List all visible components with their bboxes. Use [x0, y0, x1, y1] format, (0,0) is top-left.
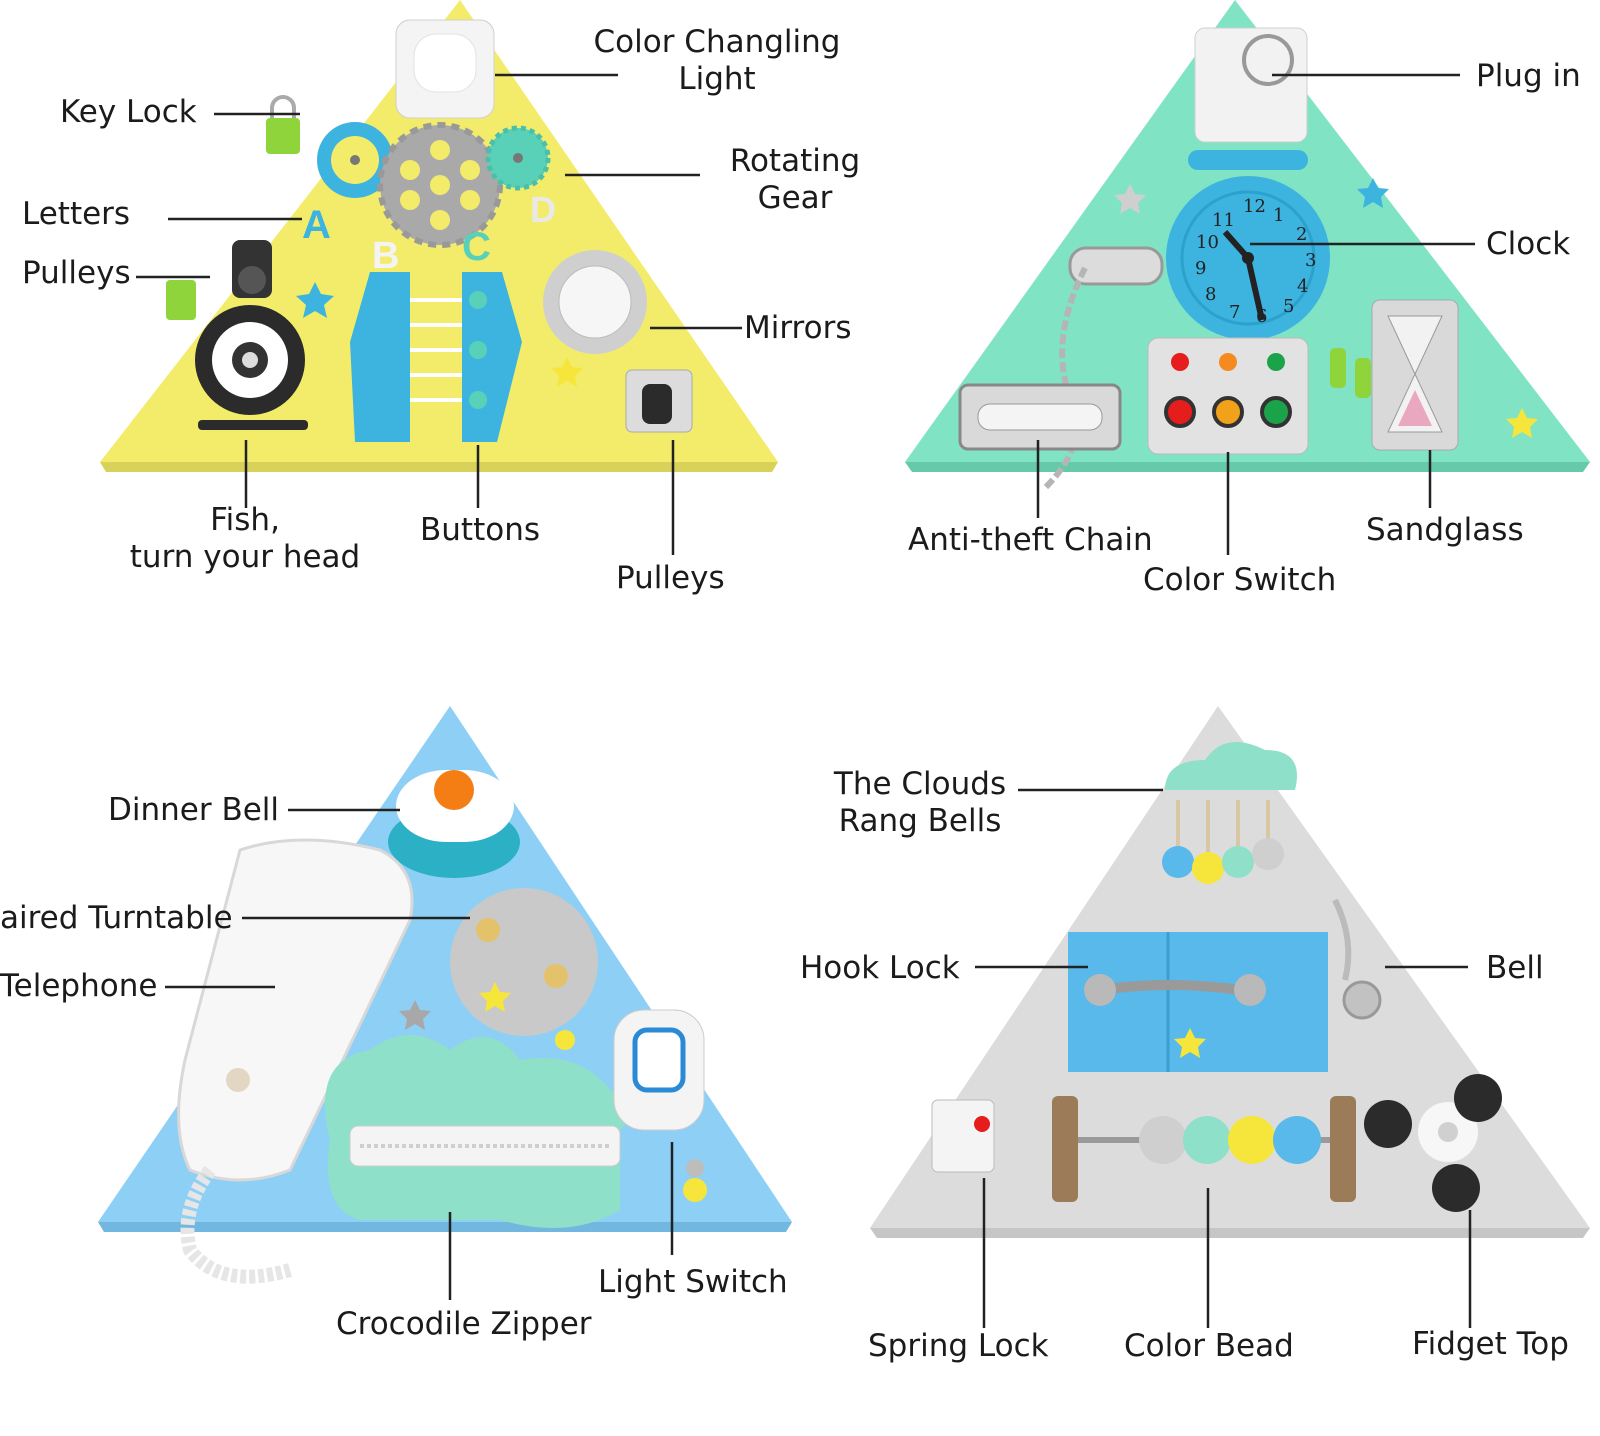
mint-board: 12 1 2 3 4 5 6 7 8 9 10 11 [905, 0, 1590, 491]
color-bead[interactable] [1052, 1096, 1356, 1202]
key-lock[interactable] [266, 95, 300, 154]
hook-lock[interactable] [1068, 932, 1328, 1072]
letter-d[interactable]: D [530, 189, 556, 230]
turntable[interactable] [450, 888, 598, 1036]
label-fish: Fish, turn your head [100, 502, 390, 576]
clock[interactable]: 12 1 2 3 4 5 6 7 8 9 10 11 [1166, 150, 1330, 340]
leader-lines [136, 73, 1475, 1328]
label-fidget-top: Fidget Top [1412, 1326, 1569, 1362]
label-hook-lock: Hook Lock [800, 950, 960, 986]
yellow-board: A B C D [100, 0, 778, 472]
label-line: Light [678, 61, 756, 97]
label-anti-theft-chain: Anti-theft Chain [908, 522, 1153, 558]
blue-board [98, 706, 792, 1284]
clock-number: 3 [1305, 250, 1316, 271]
keys[interactable] [1330, 348, 1371, 398]
gray-board [870, 706, 1590, 1238]
label-clock: Clock [1486, 226, 1571, 262]
label-line: Color Changling [593, 24, 841, 60]
clock-number: 6 [1256, 306, 1267, 327]
fidget-spinner[interactable] [1364, 1074, 1502, 1212]
label-cloud-bells: The Clouds Rang Bells [820, 766, 1020, 840]
clock-number: 11 [1212, 210, 1235, 231]
label-pulleys-left: Pulleys [22, 255, 131, 291]
label-pulleys-bottom: Pulleys [616, 560, 725, 596]
label-sandglass: Sandglass [1366, 512, 1524, 548]
crocodile-zipper[interactable] [325, 1035, 633, 1228]
pulley-bottom[interactable] [625, 369, 693, 433]
star-icon [551, 357, 583, 387]
star-icon [1357, 178, 1389, 208]
clock-number: 12 [1243, 196, 1266, 217]
label-spring-lock: Spring Lock [868, 1328, 1049, 1364]
label-plug-in: Plug in [1476, 58, 1581, 94]
label-line: Rang Bells [838, 803, 1002, 839]
label-color-switch: Color Switch [1143, 562, 1337, 598]
clock-number: 4 [1297, 276, 1308, 297]
rotating-gear-gray[interactable] [377, 122, 503, 248]
star-icon [1114, 184, 1146, 214]
telephone[interactable] [177, 838, 414, 1284]
label-crocodile-zipper: Crocodile Zipper [336, 1306, 592, 1342]
label-letters: Letters [22, 196, 131, 232]
label-line: Gear [757, 180, 833, 216]
label-mirrors: Mirrors [744, 310, 852, 346]
cloud-bells[interactable] [1162, 742, 1297, 884]
clock-number: 10 [1196, 232, 1219, 253]
color-switch-box[interactable] [1147, 337, 1309, 455]
clock-number: 9 [1195, 258, 1206, 279]
label-bell: Bell [1486, 950, 1544, 986]
label-line: Rotating [729, 143, 861, 179]
anti-theft-chain[interactable] [958, 246, 1164, 491]
key-ring[interactable] [1242, 34, 1294, 86]
clock-number: 8 [1205, 284, 1216, 305]
label-dinner-bell: Dinner Bell [108, 792, 280, 828]
letter-a[interactable]: A [302, 203, 331, 247]
label-telephone: Telephone [0, 968, 158, 1004]
label-line: turn your head [129, 539, 361, 575]
star-icon [399, 1000, 431, 1030]
rotating-gear-teal[interactable] [485, 125, 551, 191]
star-icon [1174, 1028, 1206, 1058]
letter-b[interactable]: B [372, 235, 399, 277]
label-light-switch: Light Switch [598, 1264, 788, 1300]
mirror[interactable] [543, 250, 647, 354]
buttons-shirt[interactable] [350, 272, 522, 442]
dinner-bell[interactable] [388, 770, 520, 878]
sandglass[interactable] [1371, 299, 1459, 451]
label-line: Fish, [210, 502, 280, 538]
spring-lock[interactable] [931, 1099, 995, 1173]
label-turntable: aired Turntable [0, 900, 233, 936]
star-icon [1506, 408, 1538, 438]
label-buttons: Buttons [420, 512, 540, 548]
star-icon [479, 982, 511, 1012]
star-icon [296, 282, 334, 318]
label-line: The Clouds [833, 766, 1007, 802]
label-color-changing-light: Color Changling Light [582, 24, 852, 98]
clock-number: 5 [1283, 296, 1294, 317]
pulley-left[interactable] [166, 240, 272, 320]
letter-c[interactable]: C [462, 225, 491, 269]
bell[interactable] [1332, 898, 1382, 1020]
plug-socket[interactable] [1194, 27, 1308, 143]
label-key-lock: Key Lock [60, 94, 197, 130]
rotating-gear-blue-left[interactable] [317, 122, 393, 198]
clock-number: 2 [1296, 224, 1307, 245]
clock-number: 7 [1229, 302, 1240, 323]
label-rotating-gear: Rotating Gear [710, 143, 880, 217]
light-switch[interactable] [555, 1009, 707, 1202]
clock-number: 1 [1273, 205, 1284, 226]
label-color-bead: Color Bead [1124, 1328, 1294, 1364]
fish-reel[interactable] [195, 305, 308, 430]
